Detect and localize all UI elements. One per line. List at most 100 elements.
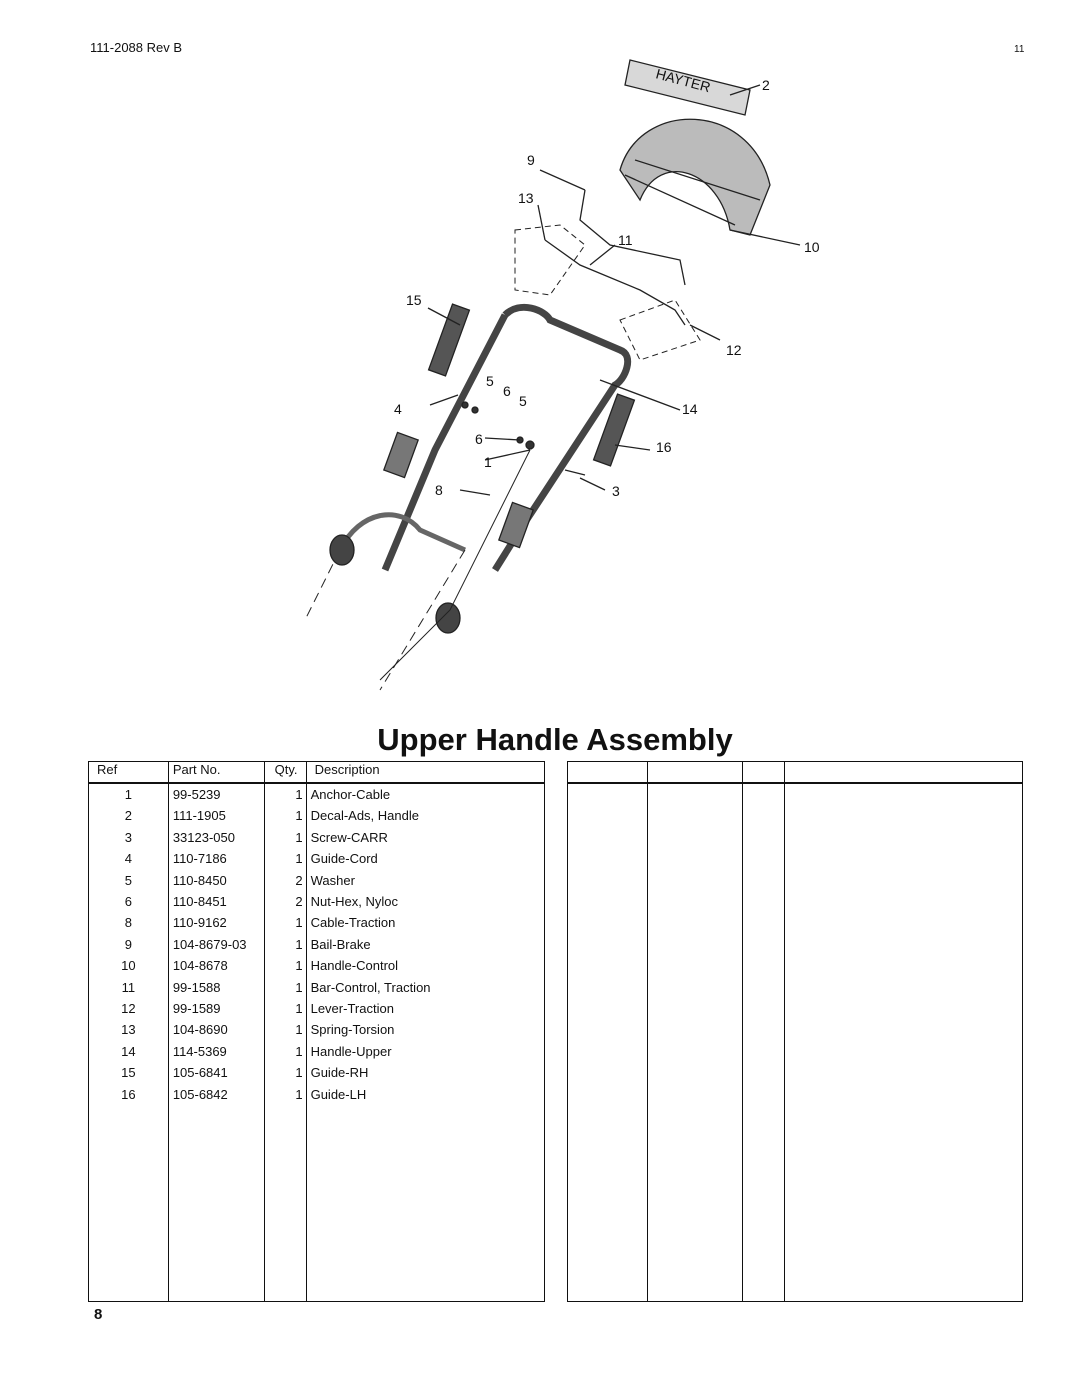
qty-cell: 1 — [263, 1019, 307, 1041]
part-number-cell: 99-1588 — [167, 976, 265, 999]
description-cell: Spring-Torsion — [305, 1019, 546, 1041]
callout-label: 2 — [762, 77, 770, 93]
ref-cell: 3 — [88, 826, 169, 849]
qty-cell: 1 — [263, 1040, 307, 1063]
part-number-cell: 99-1589 — [167, 998, 265, 1020]
callout-label: 12 — [726, 342, 742, 358]
callout-label: 16 — [656, 439, 672, 455]
part-number-cell: 114-5369 — [167, 1040, 265, 1063]
header-description: Description — [305, 761, 546, 784]
callout-label: 4 — [394, 401, 402, 417]
callout-label: 10 — [804, 239, 820, 255]
description-cell: Bail-Brake — [305, 933, 546, 956]
ref-cell: 5 — [88, 869, 169, 892]
ref-cell: 10 — [88, 955, 169, 977]
callout-label: 13 — [518, 190, 534, 206]
callout-label: 9 — [527, 152, 535, 168]
part-number-cell: 33123-050 — [167, 826, 265, 849]
description-cell: Guide-LH — [305, 1083, 546, 1106]
qty-cell: 1 — [263, 998, 307, 1020]
qty-cell: 1 — [263, 912, 307, 934]
qty-cell: 1 — [263, 848, 307, 870]
qty-cell: 2 — [263, 869, 307, 892]
qty-cell: 1 — [263, 1062, 307, 1084]
part-number-cell: 110-7186 — [167, 848, 265, 870]
description-cell: Nut-Hex, Nyloc — [305, 891, 546, 913]
description-cell: Washer — [305, 869, 546, 892]
ref-cell: 8 — [88, 912, 169, 934]
description-cell: Cable-Traction — [305, 912, 546, 934]
description-cell: Handle-Control — [305, 955, 546, 977]
page-title: Upper Handle Assembly — [377, 722, 733, 757]
part-number-cell: 110-8450 — [167, 869, 265, 892]
callout-label: 5 — [486, 373, 494, 389]
callout-labels: 2 9 13 11 10 15 12 5 6 5 4 14 6 16 1 8 3 — [394, 77, 820, 499]
ref-cell: 16 — [88, 1083, 169, 1106]
ref-cell: 2 — [88, 805, 169, 827]
part-number-cell: 105-6841 — [167, 1062, 265, 1084]
part-number-cell: 99-5239 — [167, 783, 265, 806]
ref-cell: 14 — [88, 1040, 169, 1063]
description-cell: Guide-Cord — [305, 848, 546, 870]
description-cell: Bar-Control, Traction — [305, 976, 546, 999]
ref-cell: 1 — [88, 783, 169, 806]
part-number-cell: 110-8451 — [167, 891, 265, 913]
qty-cell: 1 — [263, 1083, 307, 1106]
callout-label: 6 — [503, 383, 511, 399]
callout-label: 1 — [484, 454, 492, 470]
description-cell: Guide-RH — [305, 1062, 546, 1084]
callout-label: 14 — [682, 401, 698, 417]
ref-cell: 15 — [88, 1062, 169, 1084]
callout-label: 15 — [406, 292, 422, 308]
part-number-cell: 104-8678 — [167, 955, 265, 977]
description-cell: Decal-Ads, Handle — [305, 805, 546, 827]
qty-cell: 1 — [263, 805, 307, 827]
ref-cell: 6 — [88, 891, 169, 913]
part-number-cell: 110-9162 — [167, 912, 265, 934]
qty-cell: 1 — [263, 933, 307, 956]
callout-label: 11 — [618, 232, 633, 248]
header-ref: Ref — [88, 761, 169, 784]
parts-table-empty — [567, 761, 1023, 1302]
description-cell: Screw-CARR — [305, 826, 546, 849]
page-number-bottom: 8 — [94, 1306, 103, 1323]
ref-cell: 12 — [88, 998, 169, 1020]
document-code: 111-2088 Rev B — [90, 40, 183, 55]
callout-label: 6 — [475, 431, 483, 447]
ref-cell: 4 — [88, 848, 169, 870]
page-number-top: 11 — [1014, 44, 1025, 55]
qty-cell: 1 — [263, 976, 307, 999]
part-number-cell: 105-6842 — [167, 1083, 265, 1106]
exploded-view-diagram: HAYTER 2 9 13 11 10 15 12 5 6 5 4 14 6 1… — [304, 59, 820, 691]
description-cell: Lever-Traction — [305, 998, 546, 1020]
part-number-cell: 104-8679-03 — [167, 933, 265, 956]
parts-table-header: Ref Part No. Qty. Description — [88, 761, 546, 784]
description-cell: Anchor-Cable — [305, 783, 546, 806]
part-number-cell: 111-1905 — [167, 805, 265, 827]
table-filler — [88, 1105, 546, 1303]
callout-label: 3 — [612, 483, 620, 499]
description-cell: Handle-Upper — [305, 1040, 546, 1063]
callout-label: 8 — [435, 482, 443, 498]
qty-cell: 1 — [263, 955, 307, 977]
header-part-no: Part No. — [167, 761, 265, 784]
ref-cell: 13 — [88, 1019, 169, 1041]
part-number-cell: 104-8690 — [167, 1019, 265, 1041]
qty-cell: 1 — [263, 826, 307, 849]
